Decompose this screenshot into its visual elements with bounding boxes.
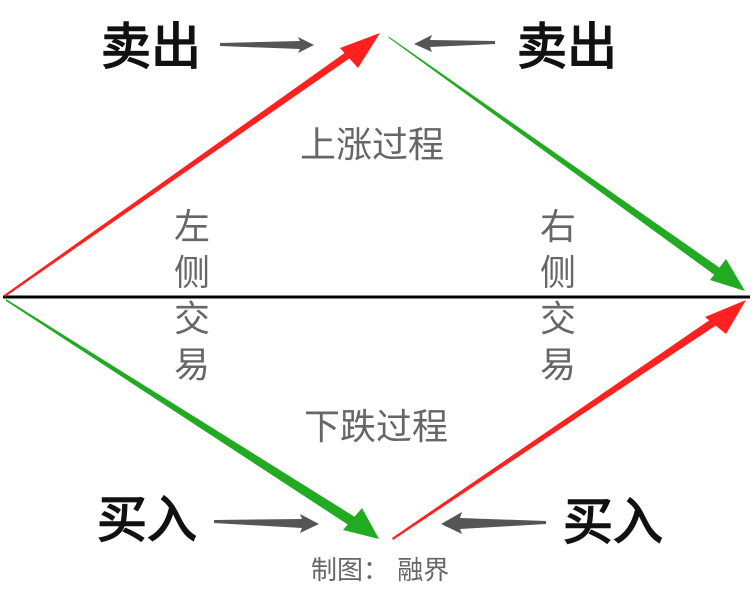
sell-label-right: 卖出	[517, 17, 617, 76]
pointer-arrow-top-right	[414, 35, 495, 52]
right-fall-arrow	[388, 36, 745, 291]
left-rise-arrow	[4, 33, 380, 297]
left-side-trade-label: 左 侧 交 易	[172, 205, 212, 389]
left-side-char-3: 交	[173, 299, 210, 340]
pointer-arrow-bottom-right	[441, 512, 546, 534]
pointer-arrow-bottom-left	[214, 514, 319, 533]
right-side-char-3: 交	[539, 299, 576, 340]
rising-process-label: 上涨过程	[300, 125, 445, 166]
left-side-char-2: 侧	[173, 253, 210, 294]
left-fall-arrow	[6, 299, 379, 539]
buy-label-right: 买入	[563, 492, 663, 551]
pointer-arrow-top-left	[220, 37, 314, 53]
right-rise-arrow	[392, 300, 746, 540]
right-side-char-1: 右	[539, 207, 576, 248]
left-side-char-1: 左	[173, 207, 210, 248]
credit-label: 制图： 融界	[311, 556, 450, 586]
right-side-char-2: 侧	[539, 253, 576, 294]
left-side-char-4: 易	[173, 345, 210, 386]
falling-process-label: 下跌过程	[304, 407, 449, 448]
sell-label-left: 卖出	[101, 17, 201, 76]
right-side-trade-label: 右 侧 交 易	[538, 205, 578, 389]
right-side-char-4: 易	[539, 345, 576, 386]
buy-label-left: 买入	[97, 490, 197, 549]
